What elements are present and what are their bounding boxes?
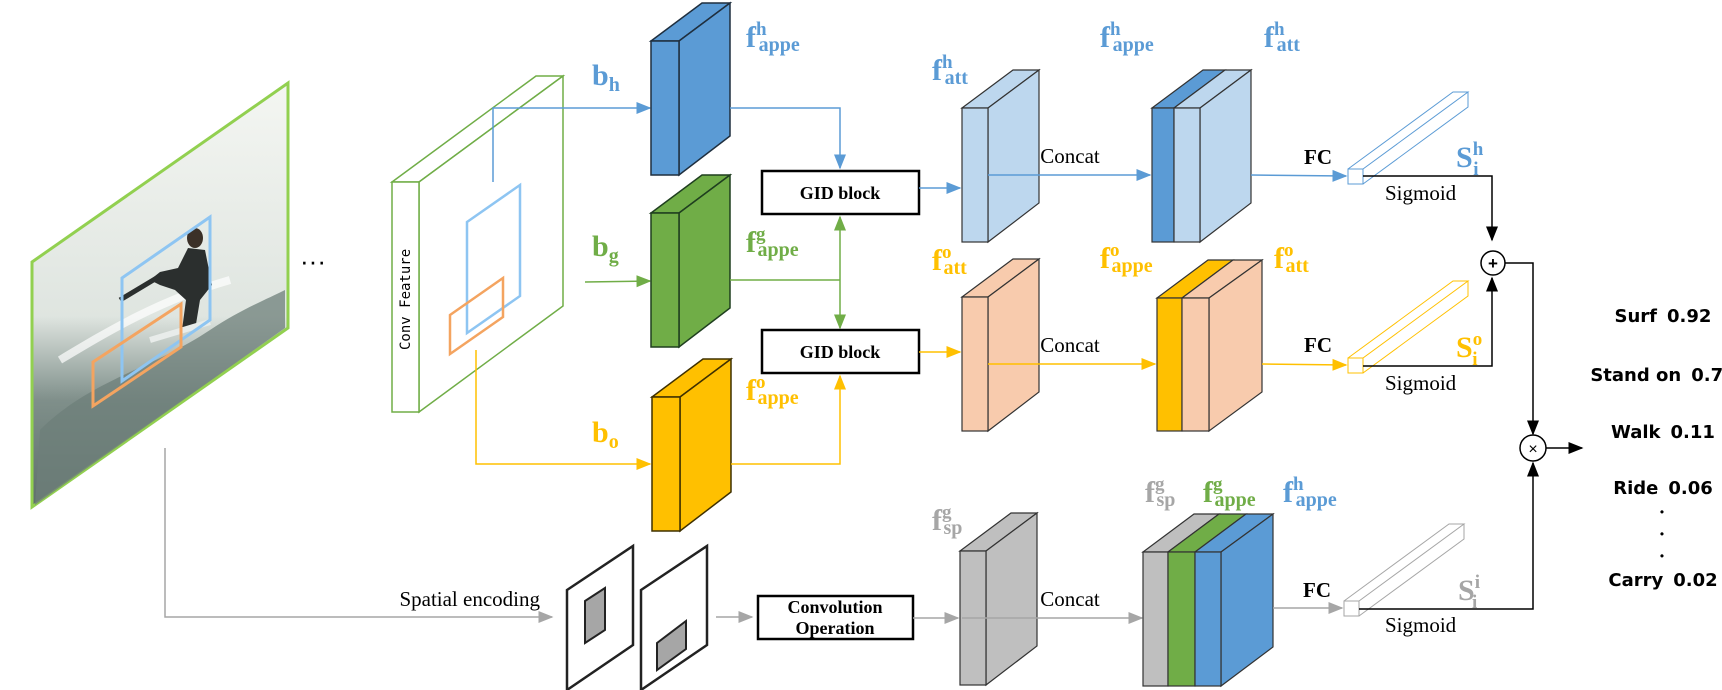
gid-block-top: GID block xyxy=(760,169,921,216)
svg-text:Operation: Operation xyxy=(796,618,875,638)
conv-feature-map: Conv Feature xyxy=(389,74,566,414)
svg-text:Convolution: Convolution xyxy=(787,597,882,617)
conv-human-roi xyxy=(465,182,522,336)
sigmoid-label-o: Sigmoid xyxy=(1385,371,1457,395)
spatial-map-object xyxy=(639,543,709,690)
cube-concat-object xyxy=(1155,258,1264,433)
arrow-fc-o xyxy=(1261,358,1348,371)
arrow-so-to-plus xyxy=(1363,276,1498,367)
concat-label-o: Concat xyxy=(1040,333,1100,357)
convolution-operation-block: Convolution Operation xyxy=(756,594,915,641)
concat-label-sp: Concat xyxy=(1040,587,1100,611)
wave-shape xyxy=(35,290,285,505)
fc-vector-human xyxy=(1347,91,1470,185)
results-ellipsis-dot: • xyxy=(1660,549,1664,563)
fc-vector-object xyxy=(1347,280,1470,374)
spatial-encoding-label: Spatial encoding xyxy=(399,587,540,611)
surfer-figure xyxy=(118,228,212,343)
svg-text:GID block: GID block xyxy=(800,342,881,362)
sum-node: + xyxy=(1480,250,1506,276)
cube-concat-spatial xyxy=(1141,512,1275,688)
cube-spatial xyxy=(958,511,1039,687)
result-item: Stand on0.73 xyxy=(1590,365,1722,386)
results-ellipsis-dot: • xyxy=(1660,505,1664,519)
cube-object-appe xyxy=(649,357,734,533)
ellipsis: ··· xyxy=(300,246,326,276)
conv-feature-label: Conv Feature xyxy=(398,249,414,350)
spatial-map-human xyxy=(565,543,635,690)
human-bbox xyxy=(120,214,212,384)
arrow-o-to-gid xyxy=(731,374,846,465)
sigmoid-label-h: Sigmoid xyxy=(1385,181,1457,205)
concat-label-h: Concat xyxy=(1040,144,1100,168)
arrow-spatial-encoding xyxy=(164,448,554,623)
gid-block-bottom: GID block xyxy=(760,328,921,375)
input-image xyxy=(30,80,290,510)
arrow-fc-h xyxy=(1250,169,1348,182)
fc-label-sp: FC xyxy=(1303,578,1331,602)
results-ellipsis-dot: • xyxy=(1660,527,1664,541)
plus-icon: + xyxy=(1488,254,1498,273)
arrow-plus-to-times xyxy=(1505,262,1539,436)
cube-human-appe xyxy=(648,1,733,177)
arrow-bo xyxy=(475,350,652,470)
svg-text:GID block: GID block xyxy=(800,183,881,203)
cube-human-att xyxy=(960,68,1041,244)
cube-concat-human xyxy=(1150,68,1253,244)
label-bo: bo xyxy=(592,416,619,453)
arrow-bh xyxy=(492,102,652,182)
arrow-bg xyxy=(584,275,652,288)
fc-label-o: FC xyxy=(1304,333,1332,357)
label-bh: bh xyxy=(592,59,620,96)
conv-object-roi xyxy=(448,275,505,357)
arrow-si-to-times xyxy=(1359,461,1539,610)
arrow-sh-to-plus xyxy=(1363,175,1498,242)
fc-label-h: FC xyxy=(1304,145,1332,169)
object-bbox xyxy=(91,301,183,409)
fc-vector-spatial xyxy=(1343,523,1466,617)
cube-object-att xyxy=(960,257,1041,433)
sigmoid-label-sp: Sigmoid xyxy=(1385,613,1457,637)
arrow-h-to-gid xyxy=(730,107,846,170)
label-bg: bg xyxy=(592,230,619,267)
product-node: × xyxy=(1519,434,1547,462)
times-icon: × xyxy=(1528,441,1537,458)
cube-group-appe xyxy=(648,173,733,349)
